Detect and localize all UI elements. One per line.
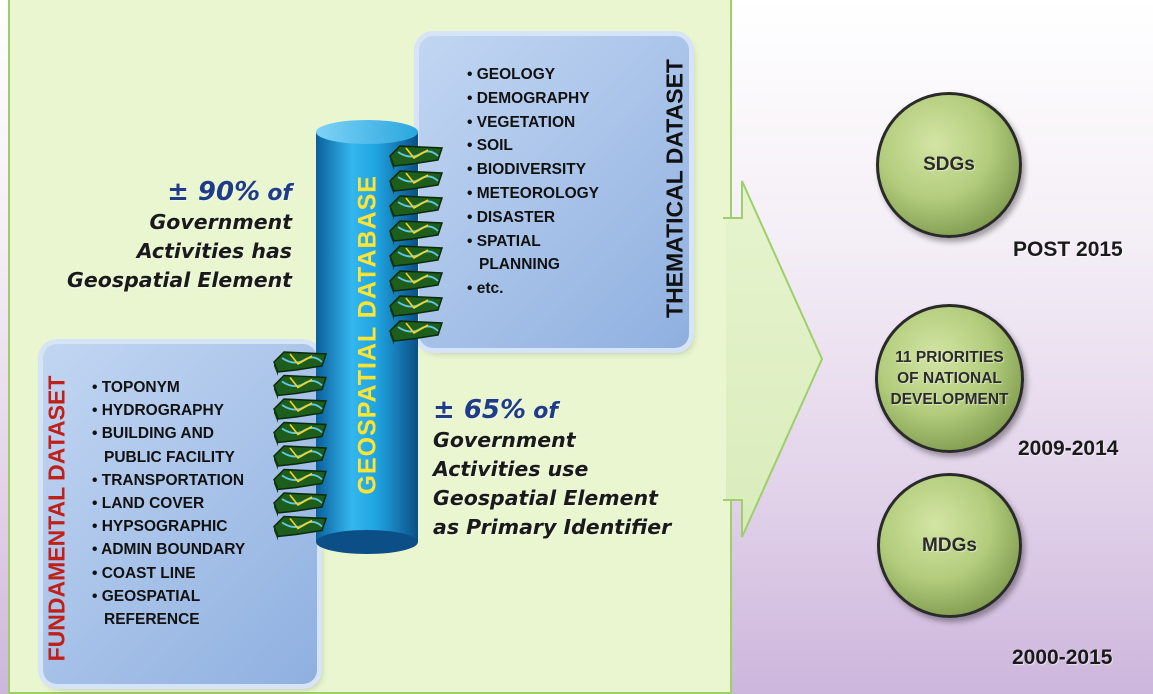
map-layer-icon bbox=[273, 398, 328, 423]
statement-line: as Primary Identifier bbox=[433, 515, 672, 539]
goal-circle-mdgs: MDGs bbox=[877, 473, 1022, 618]
map-layer-stack-thematic bbox=[389, 145, 444, 345]
percent-65: ± 65% bbox=[433, 395, 527, 425]
list-item: DEMOGRAPHY bbox=[467, 87, 645, 111]
list-item: LAND COVER bbox=[92, 492, 312, 515]
statement-line: Activities has bbox=[136, 239, 292, 263]
statement-65-percent: ± 65% of Government Activities use Geosp… bbox=[433, 396, 723, 542]
map-layer-icon bbox=[273, 351, 328, 376]
list-item: METEOROLOGY bbox=[467, 182, 645, 206]
map-layer-icon bbox=[273, 374, 328, 400]
list-item: TOPONYM bbox=[92, 376, 312, 399]
thematic-dataset-label: THEMATICAL DATASET bbox=[661, 59, 688, 318]
goal-period: 2000-2015 bbox=[1012, 646, 1113, 669]
statement-90-percent: ± 90% of Government Activities has Geosp… bbox=[20, 178, 292, 295]
list-item: SOIL bbox=[467, 134, 645, 158]
list-item: VEGETATION bbox=[467, 111, 645, 135]
geospatial-database-label: GEOSPATIAL DATABASE bbox=[353, 175, 382, 495]
map-layer-icon bbox=[389, 170, 444, 195]
list-item: etc. bbox=[467, 277, 645, 301]
percent-suffix: of bbox=[267, 181, 292, 206]
percent-suffix: of bbox=[533, 399, 558, 424]
map-layer-icon bbox=[389, 220, 444, 245]
statement-line: Government bbox=[433, 428, 576, 452]
list-item: COAST LINE bbox=[92, 562, 312, 585]
statement-line: Geospatial Element bbox=[67, 268, 292, 292]
goal-circle-national-priorities: 11 PRIORITIES OF NATIONAL DEVELOPMENT bbox=[875, 304, 1024, 453]
goal-circle-sdgs: SDGs bbox=[876, 92, 1022, 238]
thematic-dataset-list: GEOLOGY DEMOGRAPHY VEGETATION SOIL BIODI… bbox=[467, 63, 645, 301]
list-item: GEOLOGY bbox=[467, 63, 645, 87]
map-layer-icon bbox=[273, 445, 328, 470]
list-item: SPATIAL PLANNING bbox=[467, 230, 645, 278]
map-layer-icon bbox=[389, 295, 444, 320]
map-layer-icon bbox=[273, 468, 328, 494]
list-item: ADMIN BOUNDARY bbox=[92, 538, 312, 561]
fundamental-dataset-label: FUNDAMENTAL DATASET bbox=[43, 375, 70, 662]
map-layer-icon bbox=[273, 515, 328, 541]
map-layer-icon bbox=[273, 492, 328, 517]
statement-line: Government bbox=[149, 210, 292, 234]
goal-period: POST 2015 bbox=[1013, 238, 1123, 261]
statement-line: Geospatial Element bbox=[433, 486, 658, 510]
map-layer-icon bbox=[389, 145, 444, 170]
map-layer-icon bbox=[273, 421, 328, 447]
list-item: TRANSPORTATION bbox=[92, 469, 312, 492]
list-item: HYPSOGRAPHIC bbox=[92, 515, 312, 538]
map-layer-stack-fundamental bbox=[273, 351, 328, 541]
percent-90: ± 90% bbox=[167, 177, 261, 207]
list-item: GEOSPATIAL REFERENCE bbox=[92, 585, 312, 631]
list-item: DISASTER bbox=[467, 206, 645, 230]
statement-line: Activities use bbox=[433, 457, 589, 481]
list-item: BUILDING AND PUBLIC FACILITY bbox=[92, 422, 312, 468]
map-layer-icon bbox=[389, 245, 444, 270]
goal-period: 2009-2014 bbox=[1018, 437, 1119, 460]
list-item: BIODIVERSITY bbox=[467, 158, 645, 182]
list-item: HYDROGRAPHY bbox=[92, 399, 312, 422]
map-layer-icon bbox=[389, 270, 444, 295]
fundamental-dataset-list: TOPONYM HYDROGRAPHY BUILDING AND PUBLIC … bbox=[92, 376, 312, 631]
map-layer-icon bbox=[389, 195, 444, 220]
map-layer-icon bbox=[389, 320, 444, 345]
